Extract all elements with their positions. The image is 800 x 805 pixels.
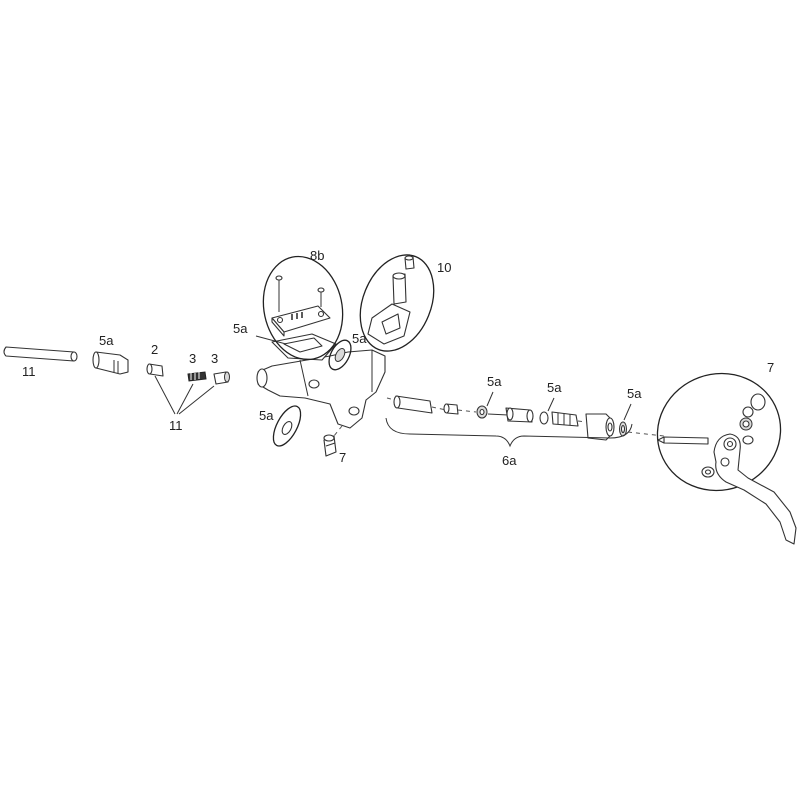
pivot-bushing	[739, 393, 766, 445]
bleed-port-group	[359, 254, 435, 352]
label-lever-group: 7	[767, 360, 774, 375]
reservoir-cap-group	[262, 255, 344, 361]
label-bottom-seal: 5a	[259, 408, 274, 423]
rubber-boot	[92, 351, 129, 375]
label-boot: 5a	[99, 333, 114, 348]
master-cylinder-body	[256, 349, 386, 429]
label-group11: 11	[169, 418, 183, 433]
label-rod: 11	[22, 364, 36, 379]
axis-line-left	[386, 397, 396, 401]
label-bolt: 7	[339, 450, 346, 465]
pushrod	[3, 346, 78, 362]
label-piston-seal2: 5a	[547, 380, 562, 395]
piston-sleeve	[393, 395, 433, 414]
axis-line-3	[577, 420, 587, 423]
label-part3b: 3	[211, 351, 218, 366]
axis-line-4	[627, 431, 665, 437]
mounting-bolt	[323, 434, 337, 457]
piston-group-bracket	[385, 417, 633, 448]
bushing-part	[146, 363, 164, 377]
piston-shaft	[487, 407, 534, 423]
label-part2: 2	[151, 342, 158, 357]
piston-seal-3	[619, 421, 627, 437]
lever-bushing	[701, 466, 715, 478]
piston-cap	[443, 403, 459, 415]
label-piston-seal1: 5a	[487, 374, 502, 389]
lever-pin	[657, 436, 709, 445]
label-cap-seal: 5a	[233, 321, 248, 336]
piston-seal-2	[539, 411, 549, 425]
label-bleed-group: 10	[437, 260, 451, 275]
bottom-seal-group	[272, 405, 302, 447]
label-side-seal: 5a	[352, 331, 367, 346]
brake-lever-blade	[713, 433, 797, 545]
leader-piston-seal2	[547, 397, 555, 412]
label-piston-seal3: 5a	[627, 386, 642, 401]
side-seal-group	[328, 339, 352, 371]
label-piston-group: 6a	[502, 453, 517, 468]
label-part3a: 3	[189, 351, 196, 366]
leader-cap-seal	[255, 335, 287, 345]
lever-group	[656, 372, 797, 545]
adjuster-nut	[213, 371, 230, 385]
piston-seal-1	[476, 405, 488, 419]
leader-piston-seal3	[623, 403, 632, 421]
leader-piston-seal1	[486, 391, 494, 407]
return-spring	[551, 411, 579, 427]
leader-group11	[154, 375, 215, 415]
axis-line-2	[457, 409, 477, 413]
adjuster-screw	[187, 371, 207, 382]
piston-housing	[585, 413, 615, 441]
bolt-path	[333, 425, 343, 437]
label-cap-group: 8b	[310, 248, 324, 263]
